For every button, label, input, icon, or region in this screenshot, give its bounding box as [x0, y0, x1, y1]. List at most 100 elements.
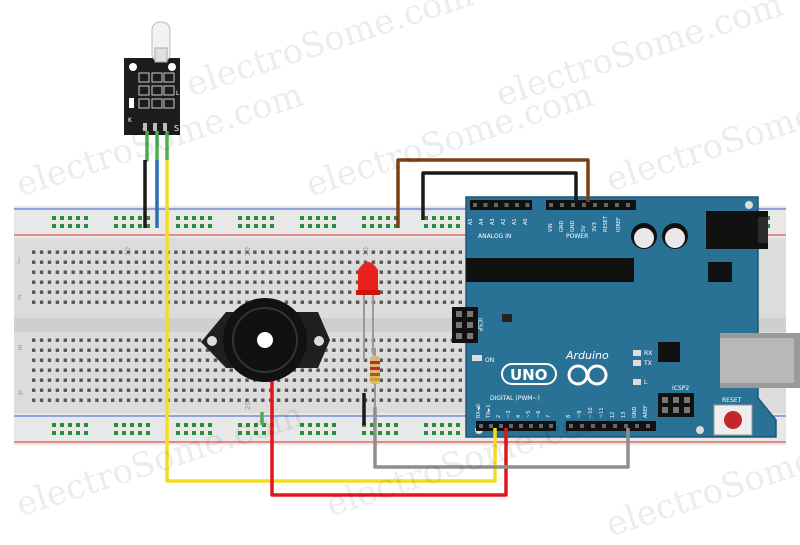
digital-pin-label: ~11	[599, 407, 605, 418]
terminal-hole	[434, 300, 439, 304]
terminal-hole	[419, 358, 423, 362]
terminal-hole	[221, 270, 225, 274]
terminal-hole	[197, 270, 202, 274]
rail-hole	[254, 423, 258, 427]
terminal-hole	[213, 388, 218, 392]
terminal-hole	[284, 300, 289, 304]
terminal-hole	[95, 250, 99, 254]
tx-label: TX	[643, 360, 652, 367]
rail-hole	[52, 431, 56, 435]
terminal-hole	[300, 260, 304, 264]
terminal-hole	[363, 368, 368, 372]
terminal-hole	[134, 358, 139, 362]
terminal-hole	[213, 290, 218, 294]
rail-hole	[208, 423, 212, 427]
header-pin	[515, 203, 519, 207]
terminal-hole	[403, 378, 407, 382]
terminal-hole	[308, 368, 312, 372]
terminal-hole	[284, 280, 289, 284]
rail-hole	[184, 431, 188, 435]
terminal-hole	[190, 358, 194, 362]
terminal-hole	[442, 358, 447, 362]
terminal-hole	[55, 280, 60, 284]
terminal-hole	[63, 388, 67, 392]
terminal-hole	[427, 300, 431, 304]
rail-hole	[130, 431, 134, 435]
column-numbers: 10 20 30 20	[124, 247, 370, 410]
terminal-hole	[79, 358, 83, 362]
rail-hole	[208, 431, 212, 435]
terminal-hole	[458, 388, 462, 392]
pin-label: A2	[501, 218, 507, 225]
terminal-hole	[442, 290, 447, 294]
terminal-hole	[379, 398, 383, 402]
terminal-hole	[47, 250, 52, 254]
rail-hole	[184, 423, 188, 427]
terminal-hole	[126, 348, 131, 352]
terminal-hole	[269, 290, 273, 294]
terminal-hole	[434, 290, 439, 294]
terminal-hole	[197, 398, 202, 402]
terminal-hole	[229, 398, 233, 402]
terminal-hole	[348, 378, 352, 382]
row-letter: A	[18, 389, 23, 397]
gray-wire	[373, 407, 630, 469]
terminal-hole	[71, 300, 75, 304]
digital-pin-label: 7	[546, 415, 552, 418]
terminal-hole	[182, 368, 186, 372]
terminal-hole	[355, 260, 360, 264]
terminal-hole	[150, 398, 154, 402]
arduino-uno: A5 A4 A3 A2 A1 A0 VIN GND GND 5V 3V3 RES…	[452, 196, 800, 438]
terminal-hole	[229, 280, 233, 284]
terminal-hole	[79, 280, 83, 284]
terminal-hole	[221, 398, 225, 402]
terminal-hole	[332, 348, 336, 352]
terminal-hole	[126, 398, 131, 402]
terminal-hole	[142, 388, 146, 392]
terminal-hole	[134, 280, 139, 284]
rail-hole	[316, 216, 320, 220]
terminal-hole	[63, 300, 67, 304]
terminal-hole	[213, 358, 218, 362]
terminal-hole	[182, 388, 186, 392]
header-pin	[489, 424, 493, 428]
terminal-hole	[95, 358, 99, 362]
terminal-hole	[316, 270, 320, 274]
terminal-hole	[379, 338, 383, 342]
terminal-hole	[316, 260, 320, 264]
terminal-hole	[221, 280, 225, 284]
terminal-hole	[355, 398, 360, 402]
rail-hole	[424, 423, 428, 427]
terminal-hole	[419, 368, 423, 372]
terminal-hole	[87, 388, 91, 392]
terminal-hole	[276, 250, 281, 254]
rail-hole	[146, 224, 150, 228]
terminal-hole	[316, 388, 320, 392]
terminal-hole	[197, 358, 202, 362]
terminal-hole	[395, 358, 399, 362]
terminal-hole	[340, 250, 344, 254]
wires	[143, 131, 630, 497]
terminal-hole	[245, 378, 249, 382]
pin-label: GND	[559, 220, 565, 232]
terminal-hole	[71, 338, 75, 342]
terminal-hole	[205, 348, 210, 352]
terminal-hole	[371, 398, 376, 402]
terminal-hole	[39, 388, 44, 392]
header-pin	[525, 203, 530, 207]
terminal-hole	[300, 250, 304, 254]
pin-label: RESET	[603, 215, 609, 232]
terminal-hole	[427, 290, 431, 294]
rail-hole	[138, 423, 142, 427]
terminal-hole	[395, 398, 399, 402]
red-wire	[270, 375, 508, 497]
terminal-hole	[348, 270, 352, 274]
terminal-hole	[245, 290, 249, 294]
terminal-hole	[197, 378, 202, 382]
terminal-hole	[190, 338, 194, 342]
terminal-hole	[419, 300, 423, 304]
digital-pin-label: 2	[496, 415, 502, 418]
terminal-hole	[284, 388, 289, 392]
terminal-hole	[308, 270, 312, 274]
rail-hole	[60, 423, 64, 427]
